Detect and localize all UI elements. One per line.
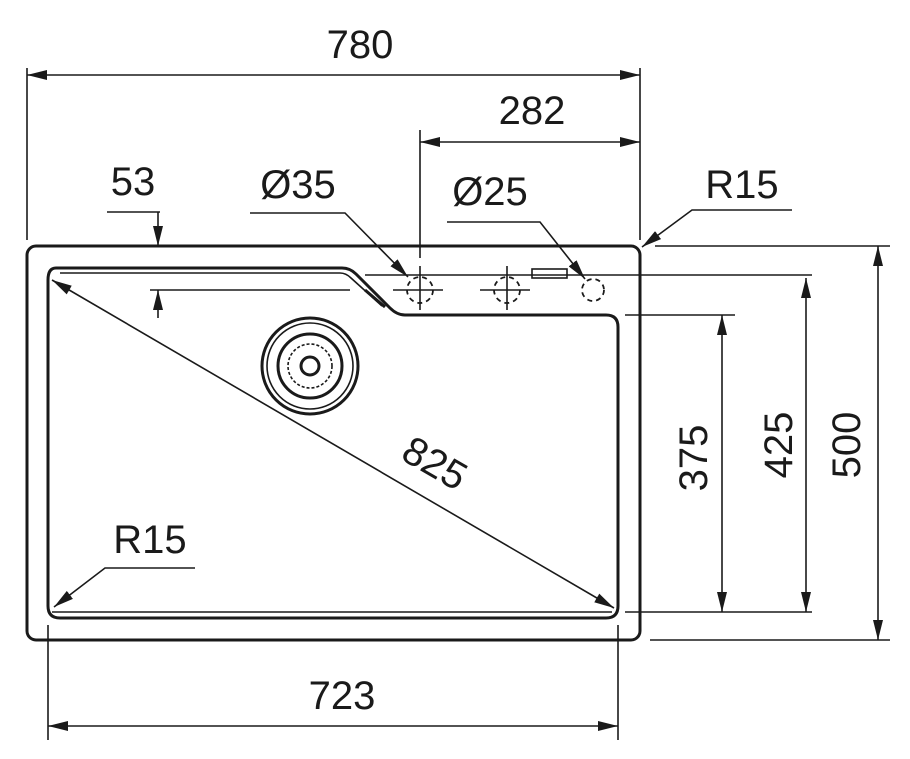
accessory-hole-icon [581, 278, 605, 302]
dim-overall-depth: 500 [825, 412, 869, 479]
bowl-inner-outline [52, 272, 612, 613]
dim-overall-width: 780 [327, 23, 394, 67]
tap-hole-icon [393, 266, 443, 310]
dim-bowl-diagonal: 825 [395, 428, 475, 499]
dim-line-825 [51, 279, 615, 609]
drain-icon [260, 316, 360, 416]
dim-ledge-depth: 53 [111, 160, 156, 204]
dim-bowl-depth-front: 375 [672, 425, 716, 492]
dim-bowl-width: 723 [309, 674, 376, 718]
dim-outer-radius: R15 [705, 163, 778, 207]
tap-hole-icon [480, 266, 530, 310]
dim-tap-hole-diameter: Ø35 [260, 163, 336, 207]
overflow-slot [531, 268, 568, 279]
bowl-outline [46, 266, 620, 620]
dim-tap-offset: 282 [499, 89, 566, 133]
dim-accessory-hole-diameter: Ø25 [452, 170, 528, 214]
dim-bowl-depth: 425 [757, 412, 801, 479]
dim-bowl-radius: R15 [113, 518, 186, 562]
sink-outer-outline [25, 244, 642, 642]
